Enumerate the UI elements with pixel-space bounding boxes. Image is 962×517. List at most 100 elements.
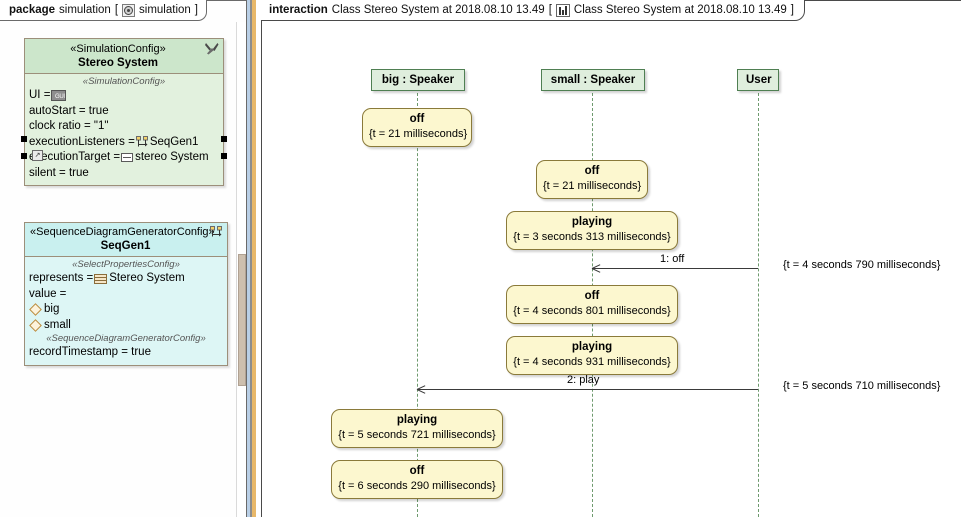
sequence-diagram-generator-config-block[interactable]: «SequenceDiagramGeneratorConfig» SeqGen1… xyxy=(24,222,228,366)
sequence-diagram-icon xyxy=(555,3,570,17)
package-bracket-open: [ xyxy=(114,4,119,16)
lifeline-head-big[interactable]: big : Speaker xyxy=(371,69,465,91)
property-row-value: value = xyxy=(29,287,223,303)
seqgen-icon xyxy=(210,226,223,238)
block-body: «SimulationConfig» UI = autoStart = true… xyxy=(25,74,223,185)
state-box[interactable]: playing {t = 3 seconds 313 milliseconds} xyxy=(506,211,678,250)
state-name: off xyxy=(409,113,425,125)
interaction-name: Class Stereo System at 2018.08.10 13.49 xyxy=(331,4,545,16)
interaction-frame-header: interaction Class Stereo System at 2018.… xyxy=(261,0,805,21)
state-name: playing xyxy=(396,414,438,426)
lifeline-dash-big xyxy=(417,93,418,517)
block-header: «SimulationConfig» Stereo System xyxy=(25,39,223,74)
selection-handle-right-upper[interactable] xyxy=(221,136,227,142)
state-box[interactable]: off {t = 21 milliseconds} xyxy=(536,160,648,199)
package-frame-header: package simulation [ simulation ] xyxy=(0,0,207,21)
state-box[interactable]: off {t = 6 seconds 290 milliseconds} xyxy=(331,460,503,499)
state-timestamp: {t = 4 seconds 931 milliseconds} xyxy=(513,356,671,368)
property-value: SeqGen1 xyxy=(149,135,199,148)
sequence-diagram-panel: interaction Class Stereo System at 2018.… xyxy=(260,0,962,517)
property-row-record-timestamp: recordTimestamp = true xyxy=(29,345,223,361)
lifeline-label: small : Speaker xyxy=(550,74,636,86)
block-icon xyxy=(94,273,108,284)
block-body: «SelectPropertiesConfig» represents = St… xyxy=(25,257,227,365)
lifeline-head-small[interactable]: small : Speaker xyxy=(541,69,645,91)
relationship-indicator-icon[interactable]: ↗ xyxy=(32,150,43,161)
property-label: silent = true xyxy=(29,166,89,179)
property-label: represents = xyxy=(29,272,94,284)
interaction-bracket-close: ] xyxy=(790,4,794,16)
selection-handle-left-lower[interactable] xyxy=(21,153,27,159)
left-panel-scrollbar-thumb[interactable] xyxy=(238,254,246,386)
diamond-icon xyxy=(29,303,42,317)
state-name: playing xyxy=(571,341,613,353)
property-label: executionTarget = xyxy=(29,151,121,163)
diamond-icon xyxy=(29,318,42,332)
property-row-execution-listeners: executionListeners = SeqGen1 xyxy=(29,135,219,151)
tools-icon xyxy=(205,43,219,55)
property-label: small xyxy=(44,318,71,331)
message-line-1[interactable] xyxy=(592,268,758,269)
message-label-2: 2: play xyxy=(567,374,600,386)
gear-icon xyxy=(122,3,136,17)
splitter-blue-stripe xyxy=(247,0,250,517)
lifeline-label: User xyxy=(746,74,772,86)
property-row-big: big xyxy=(29,302,223,318)
state-name: off xyxy=(584,165,600,177)
property-label: executionListeners = xyxy=(29,135,135,148)
property-row-ui: UI = xyxy=(29,88,219,106)
seqgen-icon xyxy=(135,136,149,148)
selection-handle-left-upper[interactable] xyxy=(21,136,27,142)
property-label: UI = xyxy=(29,89,51,101)
state-timestamp: {t = 4 seconds 801 milliseconds} xyxy=(513,305,671,317)
state-box[interactable]: playing {t = 4 seconds 931 milliseconds} xyxy=(506,336,678,375)
state-timestamp: {t = 5 seconds 721 milliseconds} xyxy=(338,429,496,441)
property-value: stereo System xyxy=(135,151,209,163)
property-row-represents: represents = Stereo System xyxy=(29,271,223,287)
state-box[interactable]: off {t = 21 milliseconds} xyxy=(362,108,472,147)
package-keyword: package xyxy=(9,4,56,16)
splitter-white-stripe xyxy=(256,0,260,517)
panel-splitter[interactable] xyxy=(247,0,260,517)
block-stereotype: «SimulationConfig» xyxy=(70,43,166,55)
compartment-label-2: «SequenceDiagramGeneratorConfig» xyxy=(46,333,206,344)
package-bracket-close: ] xyxy=(194,4,198,16)
simulation-config-block[interactable]: «SimulationConfig» Stereo System «Simula… xyxy=(24,38,224,186)
package-diagram-name: simulation xyxy=(139,4,191,16)
interaction-bracket-open: [ xyxy=(548,4,552,16)
message-timestamp-1: {t = 4 seconds 790 milliseconds} xyxy=(783,259,941,271)
property-row-small: small xyxy=(29,318,223,334)
state-name: off xyxy=(409,465,425,477)
state-box[interactable]: off {t = 4 seconds 801 milliseconds} xyxy=(506,285,678,324)
state-box[interactable]: playing {t = 5 seconds 721 milliseconds} xyxy=(331,409,503,448)
message-timestamp-2: {t = 5 seconds 710 milliseconds} xyxy=(783,380,941,392)
property-label: big xyxy=(44,303,60,315)
property-label: clock ratio = "1" xyxy=(29,120,109,132)
message-line-2[interactable] xyxy=(417,389,758,390)
lifeline-dash-user xyxy=(758,93,759,517)
splitter-grey-stripe xyxy=(250,0,252,517)
message-label-1: 1: off xyxy=(660,253,685,265)
block-stereotype: «SequenceDiagramGeneratorConfig» xyxy=(30,226,215,238)
state-name: playing xyxy=(571,216,613,228)
left-panel-scrollbar[interactable] xyxy=(236,22,246,517)
interaction-keyword: interaction xyxy=(269,4,328,16)
state-timestamp: {t = 21 milliseconds} xyxy=(543,180,642,192)
block-name: SeqGen1 xyxy=(100,240,151,252)
lifeline-label: big : Speaker xyxy=(381,74,455,86)
state-name: off xyxy=(584,290,600,302)
gui-icon xyxy=(51,90,67,106)
property-label: recordTimestamp = true xyxy=(29,346,151,358)
property-row-execution-target: executionTarget = stereo System xyxy=(29,150,219,166)
property-value: Stereo System xyxy=(109,272,185,284)
splitter-orange-stripe xyxy=(252,0,256,517)
block-header: «SequenceDiagramGeneratorConfig» SeqGen1 xyxy=(25,223,227,257)
property-label: autoStart = true xyxy=(29,104,109,117)
property-row-clock-ratio: clock ratio = "1" xyxy=(29,119,219,135)
part-icon xyxy=(121,153,134,163)
lifeline-head-user[interactable]: User xyxy=(737,69,779,91)
selection-handle-right-lower[interactable] xyxy=(221,153,227,159)
compartment-label: «SelectPropertiesConfig» xyxy=(72,259,180,270)
interaction-diagram-name: Class Stereo System at 2018.08.10 13.49 xyxy=(573,4,787,16)
